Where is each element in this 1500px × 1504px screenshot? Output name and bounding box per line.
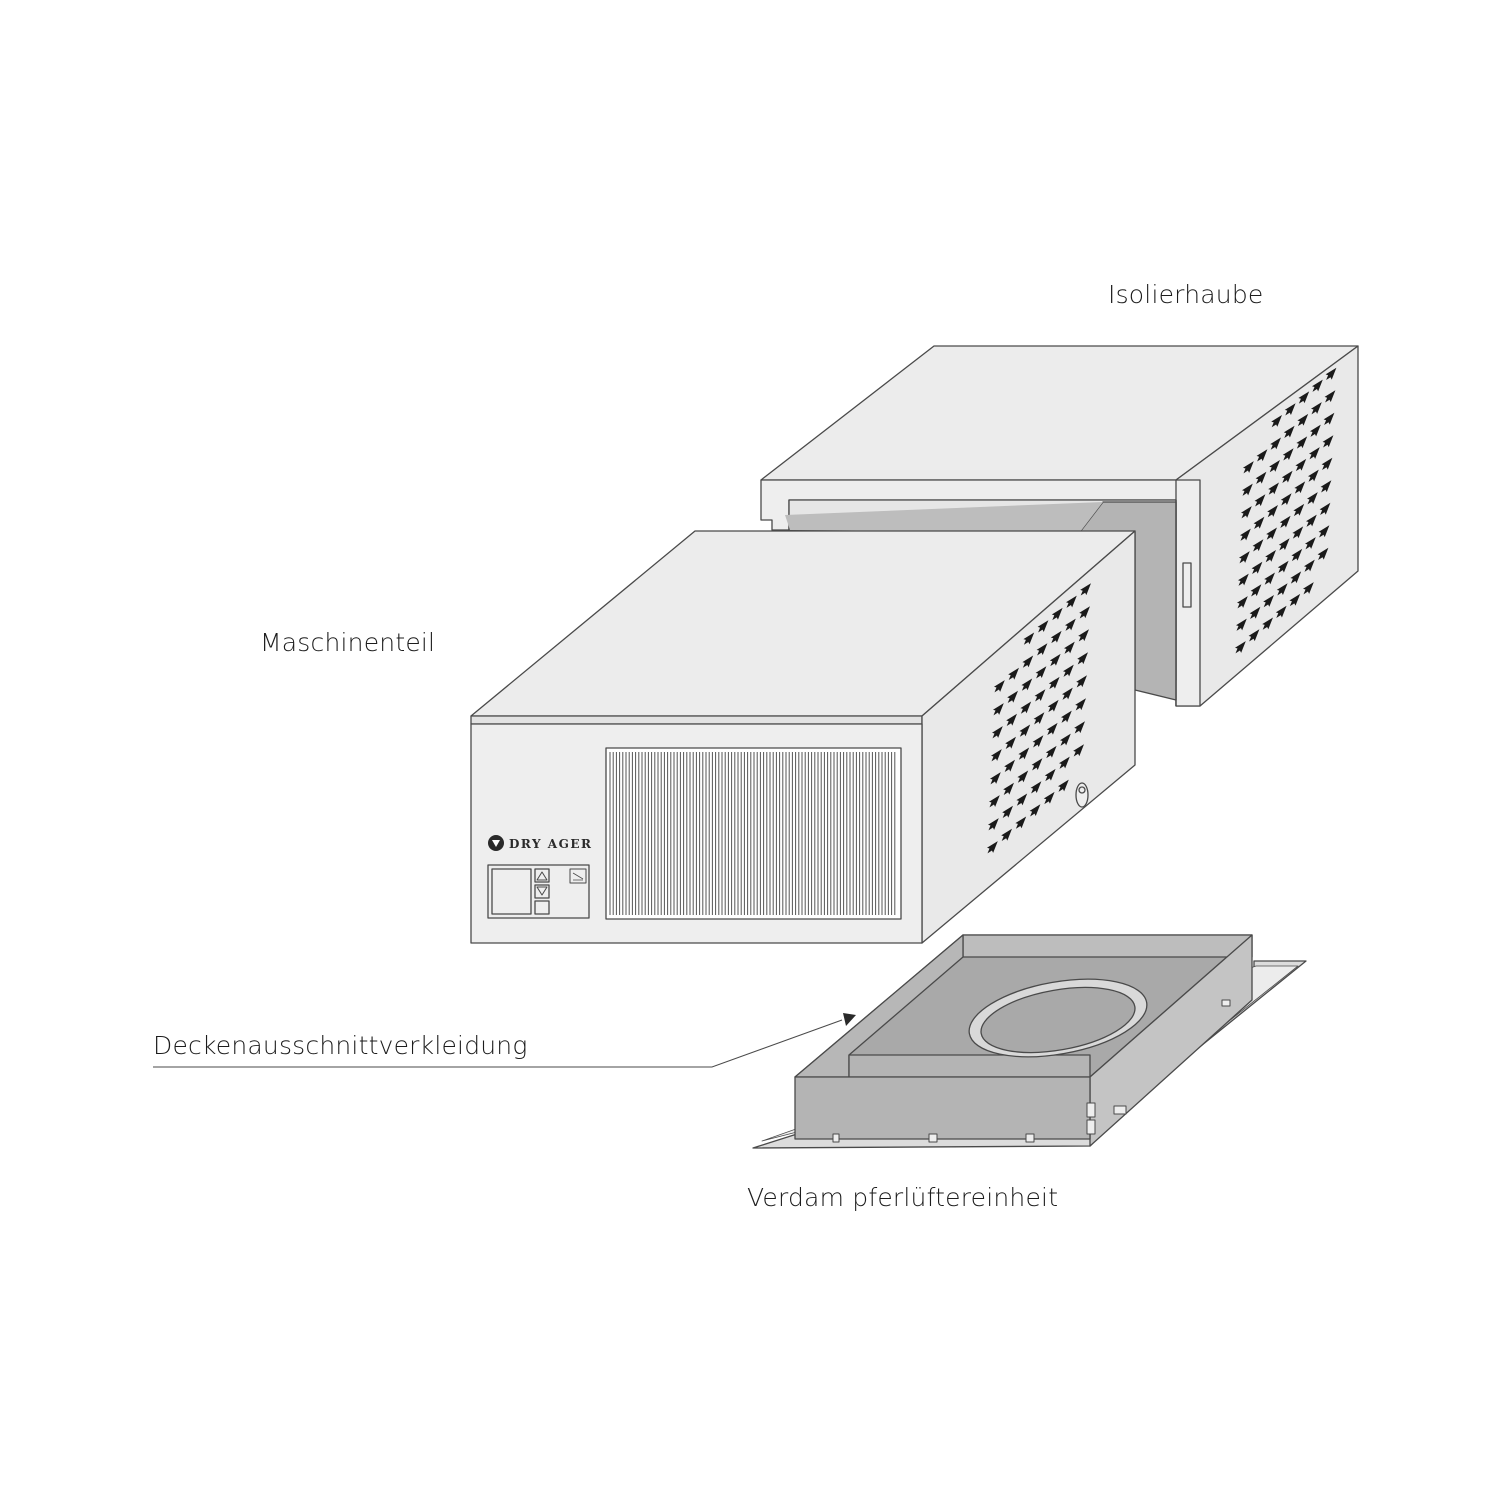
- display-screen: [491, 868, 532, 915]
- label-machine-unit: Maschinenteil: [260, 628, 436, 657]
- tray-partition: [848, 1054, 1091, 1078]
- hood-latch: [1182, 562, 1192, 608]
- ceiling-trim-leader: [153, 1013, 856, 1068]
- up-arrow-icon: [536, 871, 548, 881]
- dry-ager-logo: DRY AGER: [488, 835, 592, 851]
- evaporator-fan-unit: [752, 934, 1307, 1149]
- tray-back-wall: [962, 934, 1253, 958]
- down-button: [534, 884, 550, 899]
- label-evaporator-fan-unit: Verdam pferlüftereinheit: [747, 1183, 1059, 1212]
- mounting-clips: [832, 999, 1231, 1143]
- down-arrow-icon: [536, 886, 548, 896]
- tray-front-wall: [794, 1076, 1091, 1140]
- insulation-hood: [760, 345, 1359, 707]
- up-button: [534, 868, 550, 883]
- label-ceiling-cutout-trim: Deckenausschnittverkleidung: [153, 1031, 528, 1060]
- label-insulation-hood: Isolierhaube: [1108, 280, 1264, 309]
- machine-unit: [470, 530, 1136, 944]
- condenser-grille-lines: [609, 752, 896, 915]
- set-button: [534, 900, 550, 915]
- dry-ager-wordmark: DRY AGER: [509, 837, 592, 851]
